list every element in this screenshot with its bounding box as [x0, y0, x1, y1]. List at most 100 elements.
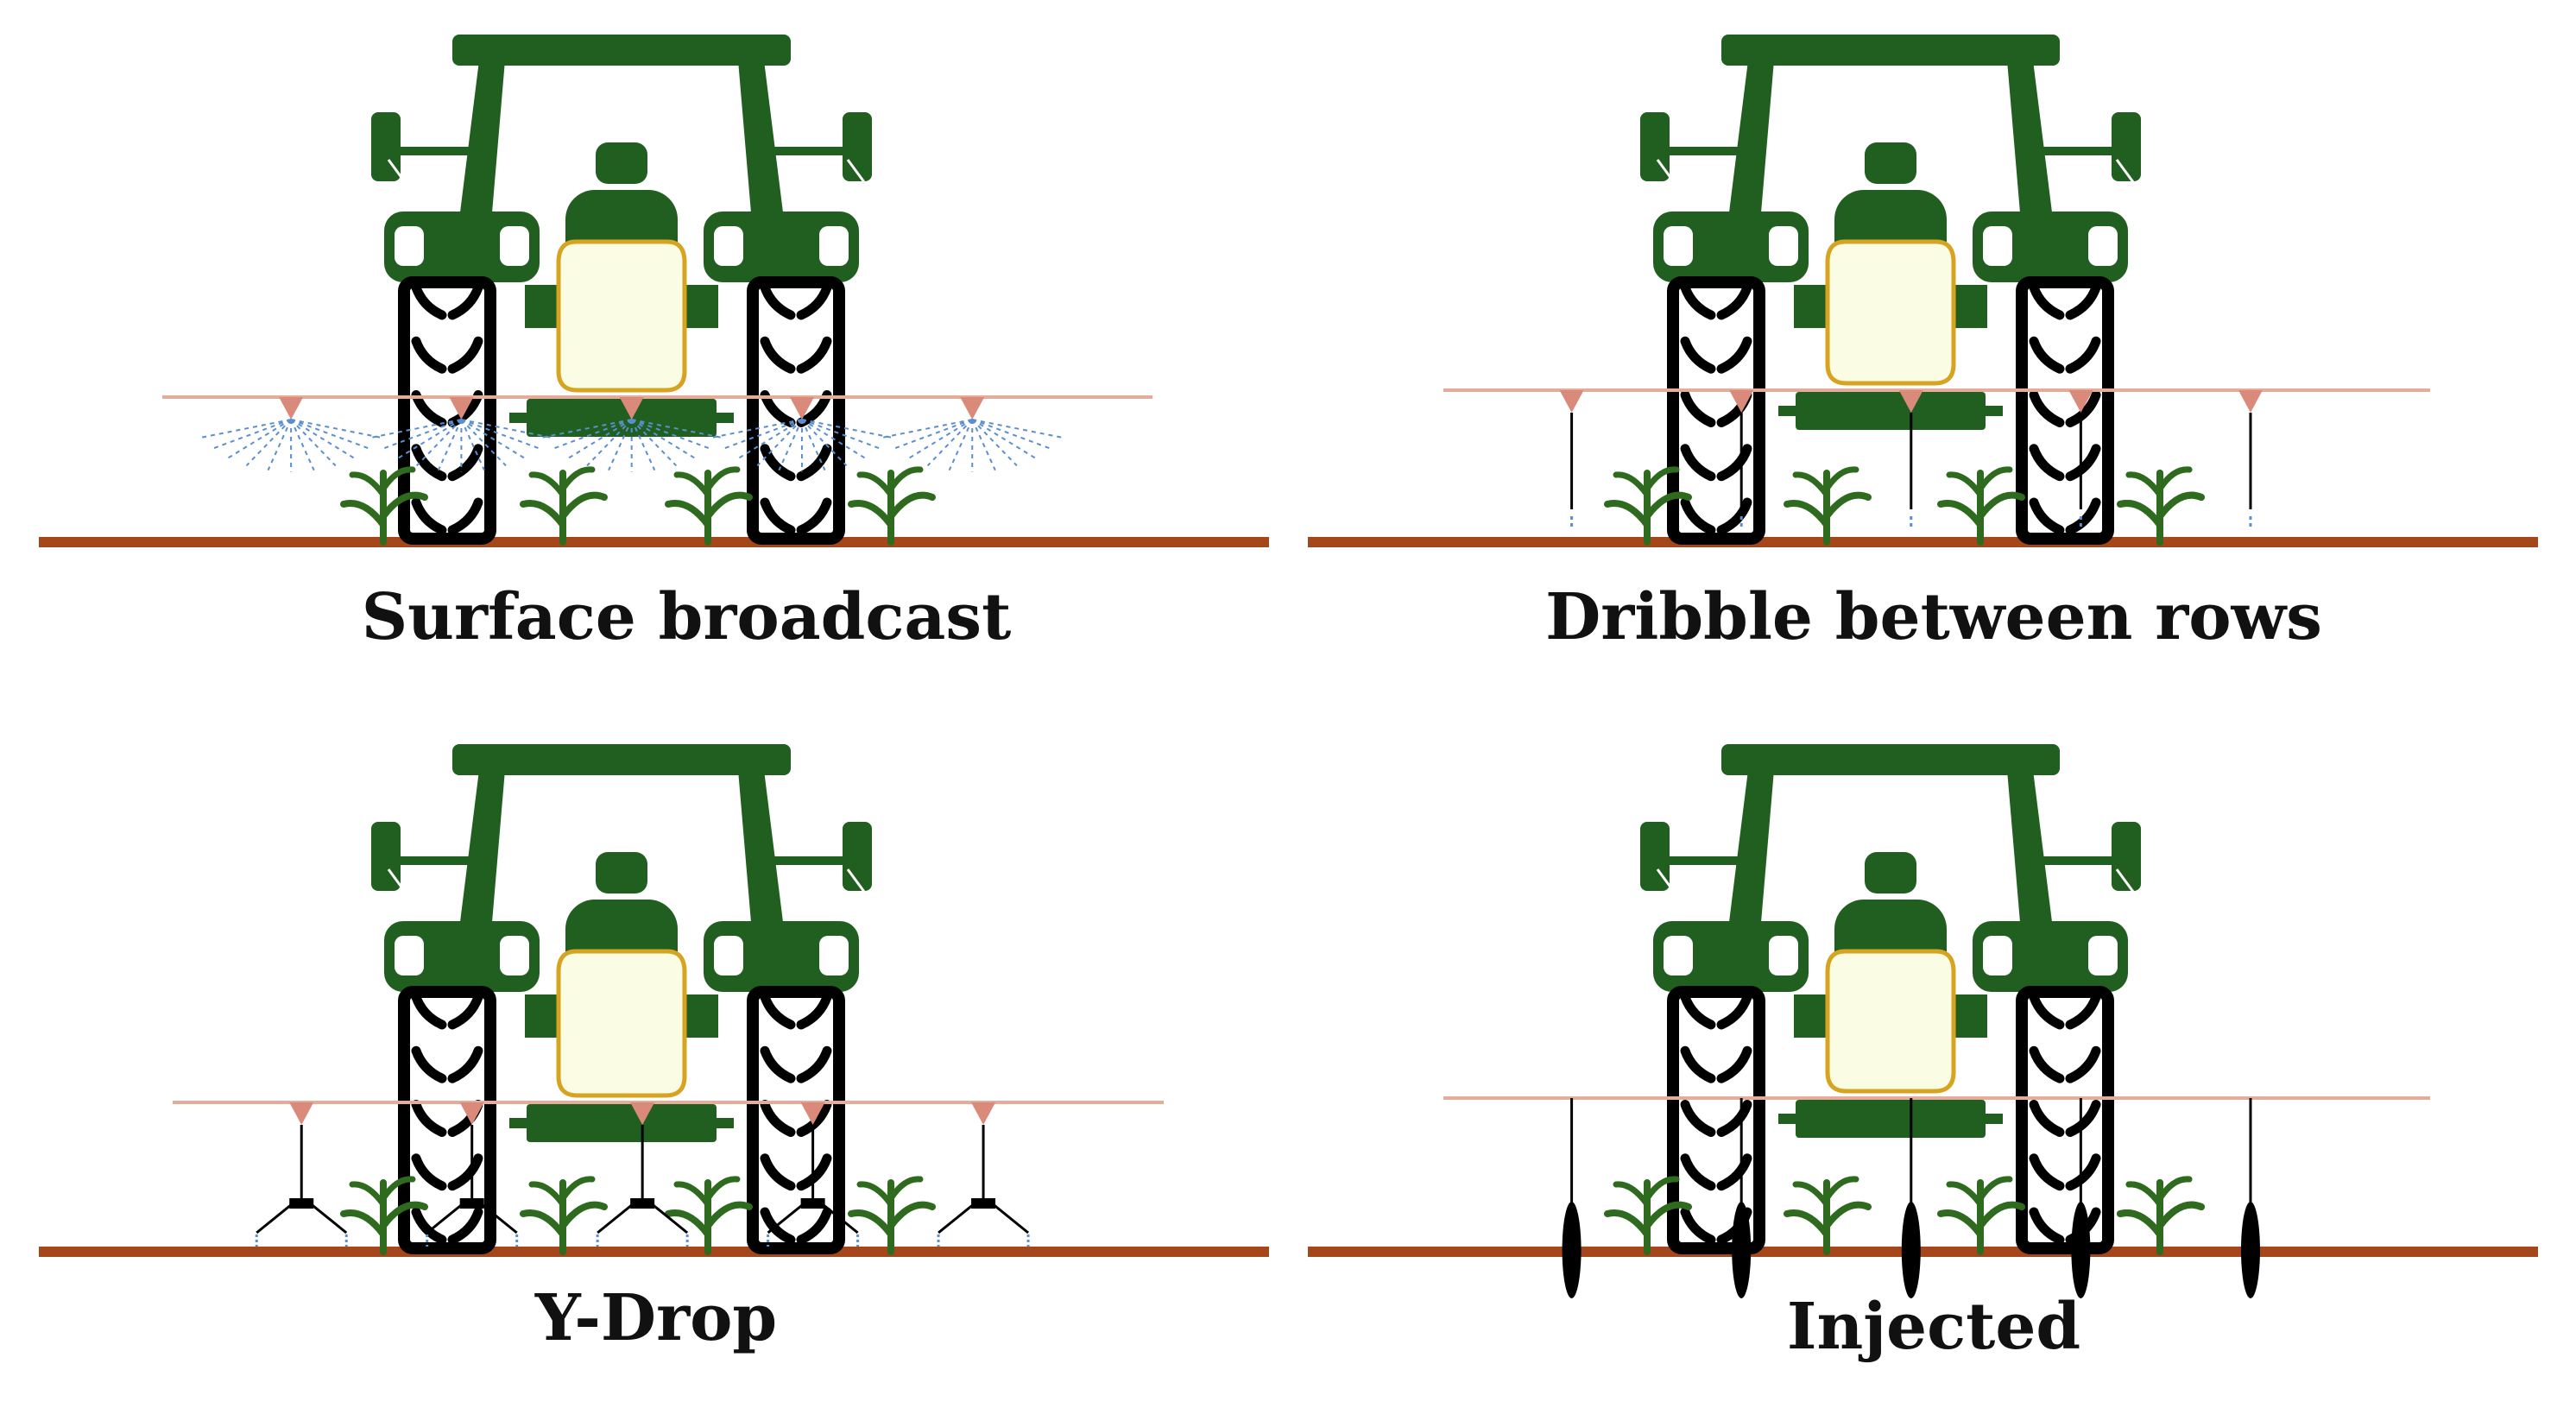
tread-mark [447, 282, 483, 320]
plant-leaf [704, 466, 741, 492]
plant-leaf [528, 1181, 566, 1208]
spray-line [382, 419, 462, 450]
spray-line [756, 419, 803, 467]
spray-line [630, 419, 678, 467]
drop-weight [971, 1198, 996, 1209]
tread-mark [1680, 336, 1716, 374]
tread-mark [1716, 1153, 1752, 1191]
tread-mark [2065, 1045, 2101, 1083]
spray-line [801, 419, 826, 471]
spray-line [630, 419, 656, 471]
drop-arm-left [256, 1202, 294, 1234]
nozzle-icon [630, 1102, 655, 1125]
tread-mark [1680, 390, 1716, 427]
drop-arm-left [938, 1202, 976, 1234]
fender-right [1973, 212, 2128, 282]
lower-frame-bar [1778, 406, 2003, 416]
nozzle-icon [459, 1102, 484, 1125]
plant-leaf [528, 471, 566, 498]
corn-plant-icon [340, 1176, 428, 1255]
plant-leaf [704, 1201, 753, 1229]
tread-mark [1716, 992, 1752, 1030]
injector-coulter [1732, 1202, 1752, 1298]
tread-mark [760, 1153, 796, 1191]
plant-leaf [1644, 1176, 1680, 1202]
tread-mark [1680, 1100, 1716, 1137]
plant-leaf [665, 1209, 711, 1238]
tractor-roof [1721, 744, 2060, 775]
plant-leaf [673, 1181, 711, 1208]
fender-light [1769, 936, 1798, 975]
corn-plant-icon [520, 466, 608, 546]
plant-leaf [1977, 491, 2025, 520]
spray-line [212, 419, 292, 450]
tread-mark [760, 336, 796, 374]
tire-icon [747, 986, 845, 1254]
tread-mark [1680, 497, 1716, 535]
corn-plant-icon [1604, 466, 1692, 546]
plant-leaf [2117, 1209, 2163, 1238]
plant-leaf [1937, 1209, 1984, 1238]
spray-fan [542, 419, 722, 472]
plant-leaf [1823, 466, 1859, 492]
plant-leaf [2156, 1176, 2193, 1202]
tread-mark [2065, 390, 2101, 427]
fender-light [2088, 936, 2118, 975]
tread-mark [411, 1045, 447, 1083]
spray-line [226, 419, 292, 459]
nozzle-icon [971, 1102, 996, 1125]
corn-plant-icon [665, 466, 753, 546]
y-drop-unit [426, 1125, 519, 1247]
spray-line [567, 419, 633, 459]
y-drop-unit [255, 1125, 348, 1247]
driver-head [1865, 852, 1916, 893]
tread-mark [1716, 1045, 1752, 1083]
spray-line [801, 419, 881, 450]
lower-frame-bar [1778, 1114, 2003, 1124]
nozzle-icon [289, 1102, 314, 1125]
corn-plant-icon [665, 1176, 753, 1255]
caption-y-drop: Y-Drop [534, 1281, 778, 1355]
tread-mark [1680, 1153, 1716, 1191]
spray-line [908, 419, 973, 459]
tread-mark [2029, 1207, 2065, 1245]
cab-pillar-left [1727, 60, 1774, 233]
corn-plant-icon [1937, 1176, 2025, 1255]
spray-line [631, 419, 696, 459]
plant-leaf [2125, 471, 2163, 498]
plant-leaf [1613, 471, 1651, 498]
plant-leaf [559, 466, 596, 492]
fender-right [704, 212, 859, 282]
tire-icon [1667, 276, 1765, 545]
y-drop-unit [937, 1125, 1030, 1247]
tread-mark [411, 497, 447, 535]
plant-leaf [848, 500, 894, 528]
plant-leaf [1823, 491, 1872, 520]
tread-mark [796, 1207, 832, 1245]
fender-light [819, 936, 849, 975]
tread-mark [2029, 282, 2065, 320]
mirror-glint-right [846, 868, 868, 896]
tractor-icon [371, 35, 872, 545]
injector-unit [1562, 1098, 1582, 1298]
fender-left [384, 921, 540, 992]
tire-icon [1667, 986, 1765, 1254]
driver-head [1865, 142, 1916, 184]
spray-line [971, 419, 1018, 467]
cab-pillar-right [2007, 60, 2055, 233]
tread-mark [447, 1045, 483, 1083]
corn-plant-icon [1937, 466, 2025, 546]
lower-frame-bar [509, 1118, 734, 1128]
spray-line [201, 419, 292, 439]
tread-mark [411, 1100, 447, 1137]
tread-mark [1680, 1045, 1716, 1083]
injector-coulter [2071, 1202, 2091, 1298]
tread-mark [447, 1153, 483, 1191]
plant-leaf [349, 471, 387, 498]
spray-line [778, 419, 803, 471]
fender-light [500, 226, 529, 266]
plant-leaf [887, 1176, 924, 1202]
nozzle-icon [1729, 390, 1754, 413]
spray-line [461, 419, 540, 450]
